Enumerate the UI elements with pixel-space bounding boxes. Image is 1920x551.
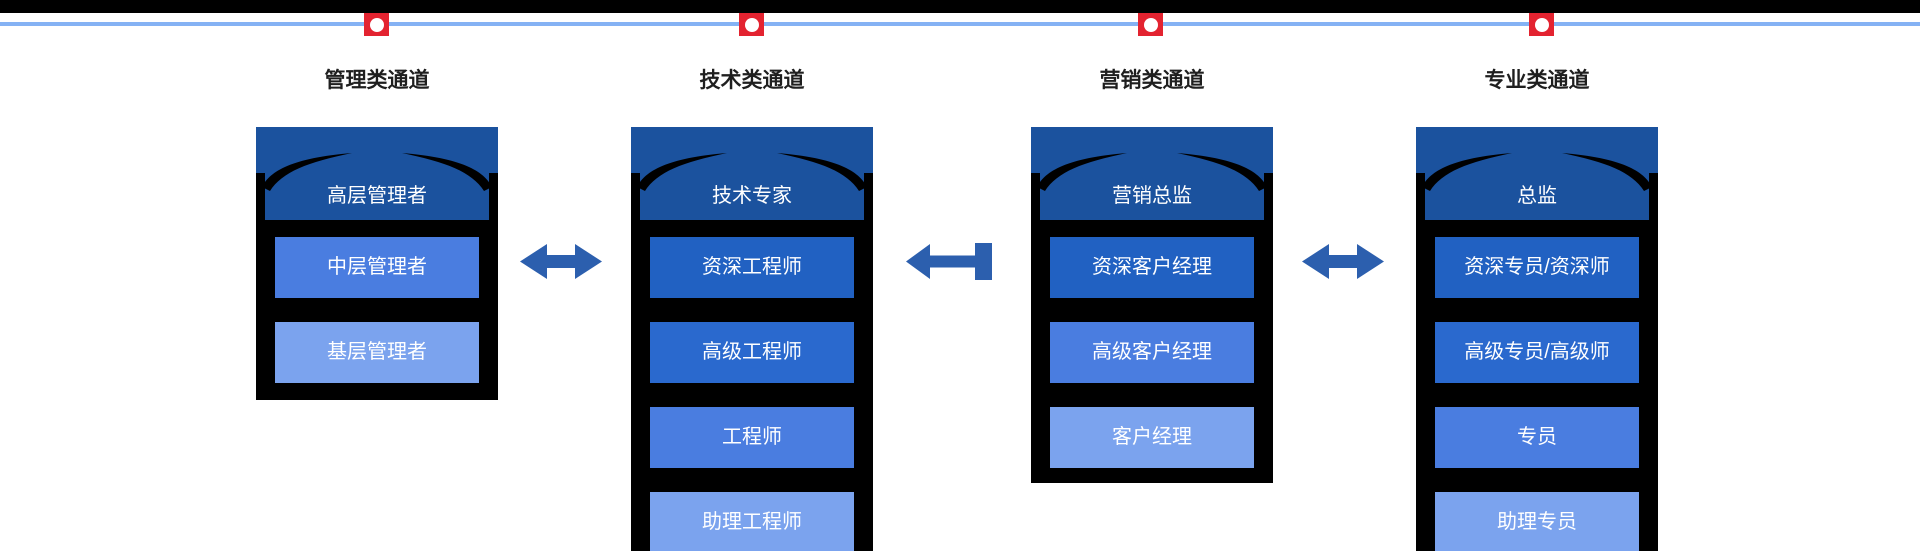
ladder-top-flaps-icon <box>262 153 492 191</box>
ladder-rung: 基层管理者 <box>275 322 479 383</box>
left-arrow-shape <box>906 243 992 280</box>
ladder-marketing: 营销总监 资深客户经理 高级客户经理 客户经理 <box>1031 127 1273 483</box>
ladder-flap-left-icon <box>1422 153 1512 191</box>
ladder-flap-right-icon <box>402 153 492 191</box>
timeline-marker-icon <box>364 13 389 36</box>
ladder-rung: 工程师 <box>650 407 854 468</box>
channel-title-professional: 专业类通道 <box>1484 69 1590 92</box>
double-arrow-icon <box>1302 244 1384 279</box>
ladder-flap-right-icon <box>1562 153 1652 191</box>
ladder-rung: 高级专员/高级师 <box>1435 322 1639 383</box>
ladder-top-flaps-icon <box>1037 153 1267 191</box>
marker-dot-icon <box>1143 17 1158 32</box>
ladder-rung: 资深客户经理 <box>1050 237 1254 298</box>
ladder-rung: 高级工程师 <box>650 322 854 383</box>
ladder-flap-right-icon <box>777 153 867 191</box>
marker-dot-icon <box>744 17 759 32</box>
timeline-line <box>0 22 1920 26</box>
ladder-rung: 助理专员 <box>1435 492 1639 551</box>
ladder-rung: 高级客户经理 <box>1050 322 1254 383</box>
timeline-marker-icon <box>739 13 764 36</box>
ladder-flap-left-icon <box>637 153 727 191</box>
marker-dot-icon <box>1534 17 1549 32</box>
timeline-marker-icon <box>1138 13 1163 36</box>
ladder-top-role: 技术专家 <box>712 185 792 207</box>
top-black-bar <box>0 0 1920 13</box>
ladder-technical: 技术专家 资深工程师 高级工程师 工程师 助理工程师 <box>631 127 873 551</box>
ladder-rung: 中层管理者 <box>275 237 479 298</box>
ladder-flap-left-icon <box>1037 153 1127 191</box>
ladder-rung: 资深工程师 <box>650 237 854 298</box>
ladder-top-flaps-icon <box>1422 153 1652 191</box>
ladder-flap-right-icon <box>1177 153 1267 191</box>
ladder-rung: 助理工程师 <box>650 492 854 551</box>
ladder-management: 高层管理者 中层管理者 基层管理者 <box>256 127 498 400</box>
double-arrow-shape <box>520 244 602 279</box>
ladder-professional: 总监 资深专员/资深师 高级专员/高级师 专员 助理专员 <box>1416 127 1658 551</box>
double-arrow-icon <box>520 244 602 279</box>
left-arrow-with-bar-icon <box>906 243 992 280</box>
ladder-rung: 专员 <box>1435 407 1639 468</box>
channel-title-management: 管理类通道 <box>324 69 430 92</box>
timeline-marker-icon <box>1529 13 1554 36</box>
ladder-top-role: 营销总监 <box>1112 185 1192 207</box>
ladder-flap-left-icon <box>262 153 352 191</box>
ladder-rung: 客户经理 <box>1050 407 1254 468</box>
channel-title-technical: 技术类通道 <box>699 69 805 92</box>
marker-dot-icon <box>369 17 384 32</box>
double-arrow-shape <box>1302 244 1384 279</box>
ladder-rung: 资深专员/资深师 <box>1435 237 1639 298</box>
channel-title-marketing: 营销类通道 <box>1099 69 1205 92</box>
ladder-top-flaps-icon <box>637 153 867 191</box>
ladder-top-role: 总监 <box>1517 185 1557 207</box>
ladder-top-role: 高层管理者 <box>327 185 427 207</box>
